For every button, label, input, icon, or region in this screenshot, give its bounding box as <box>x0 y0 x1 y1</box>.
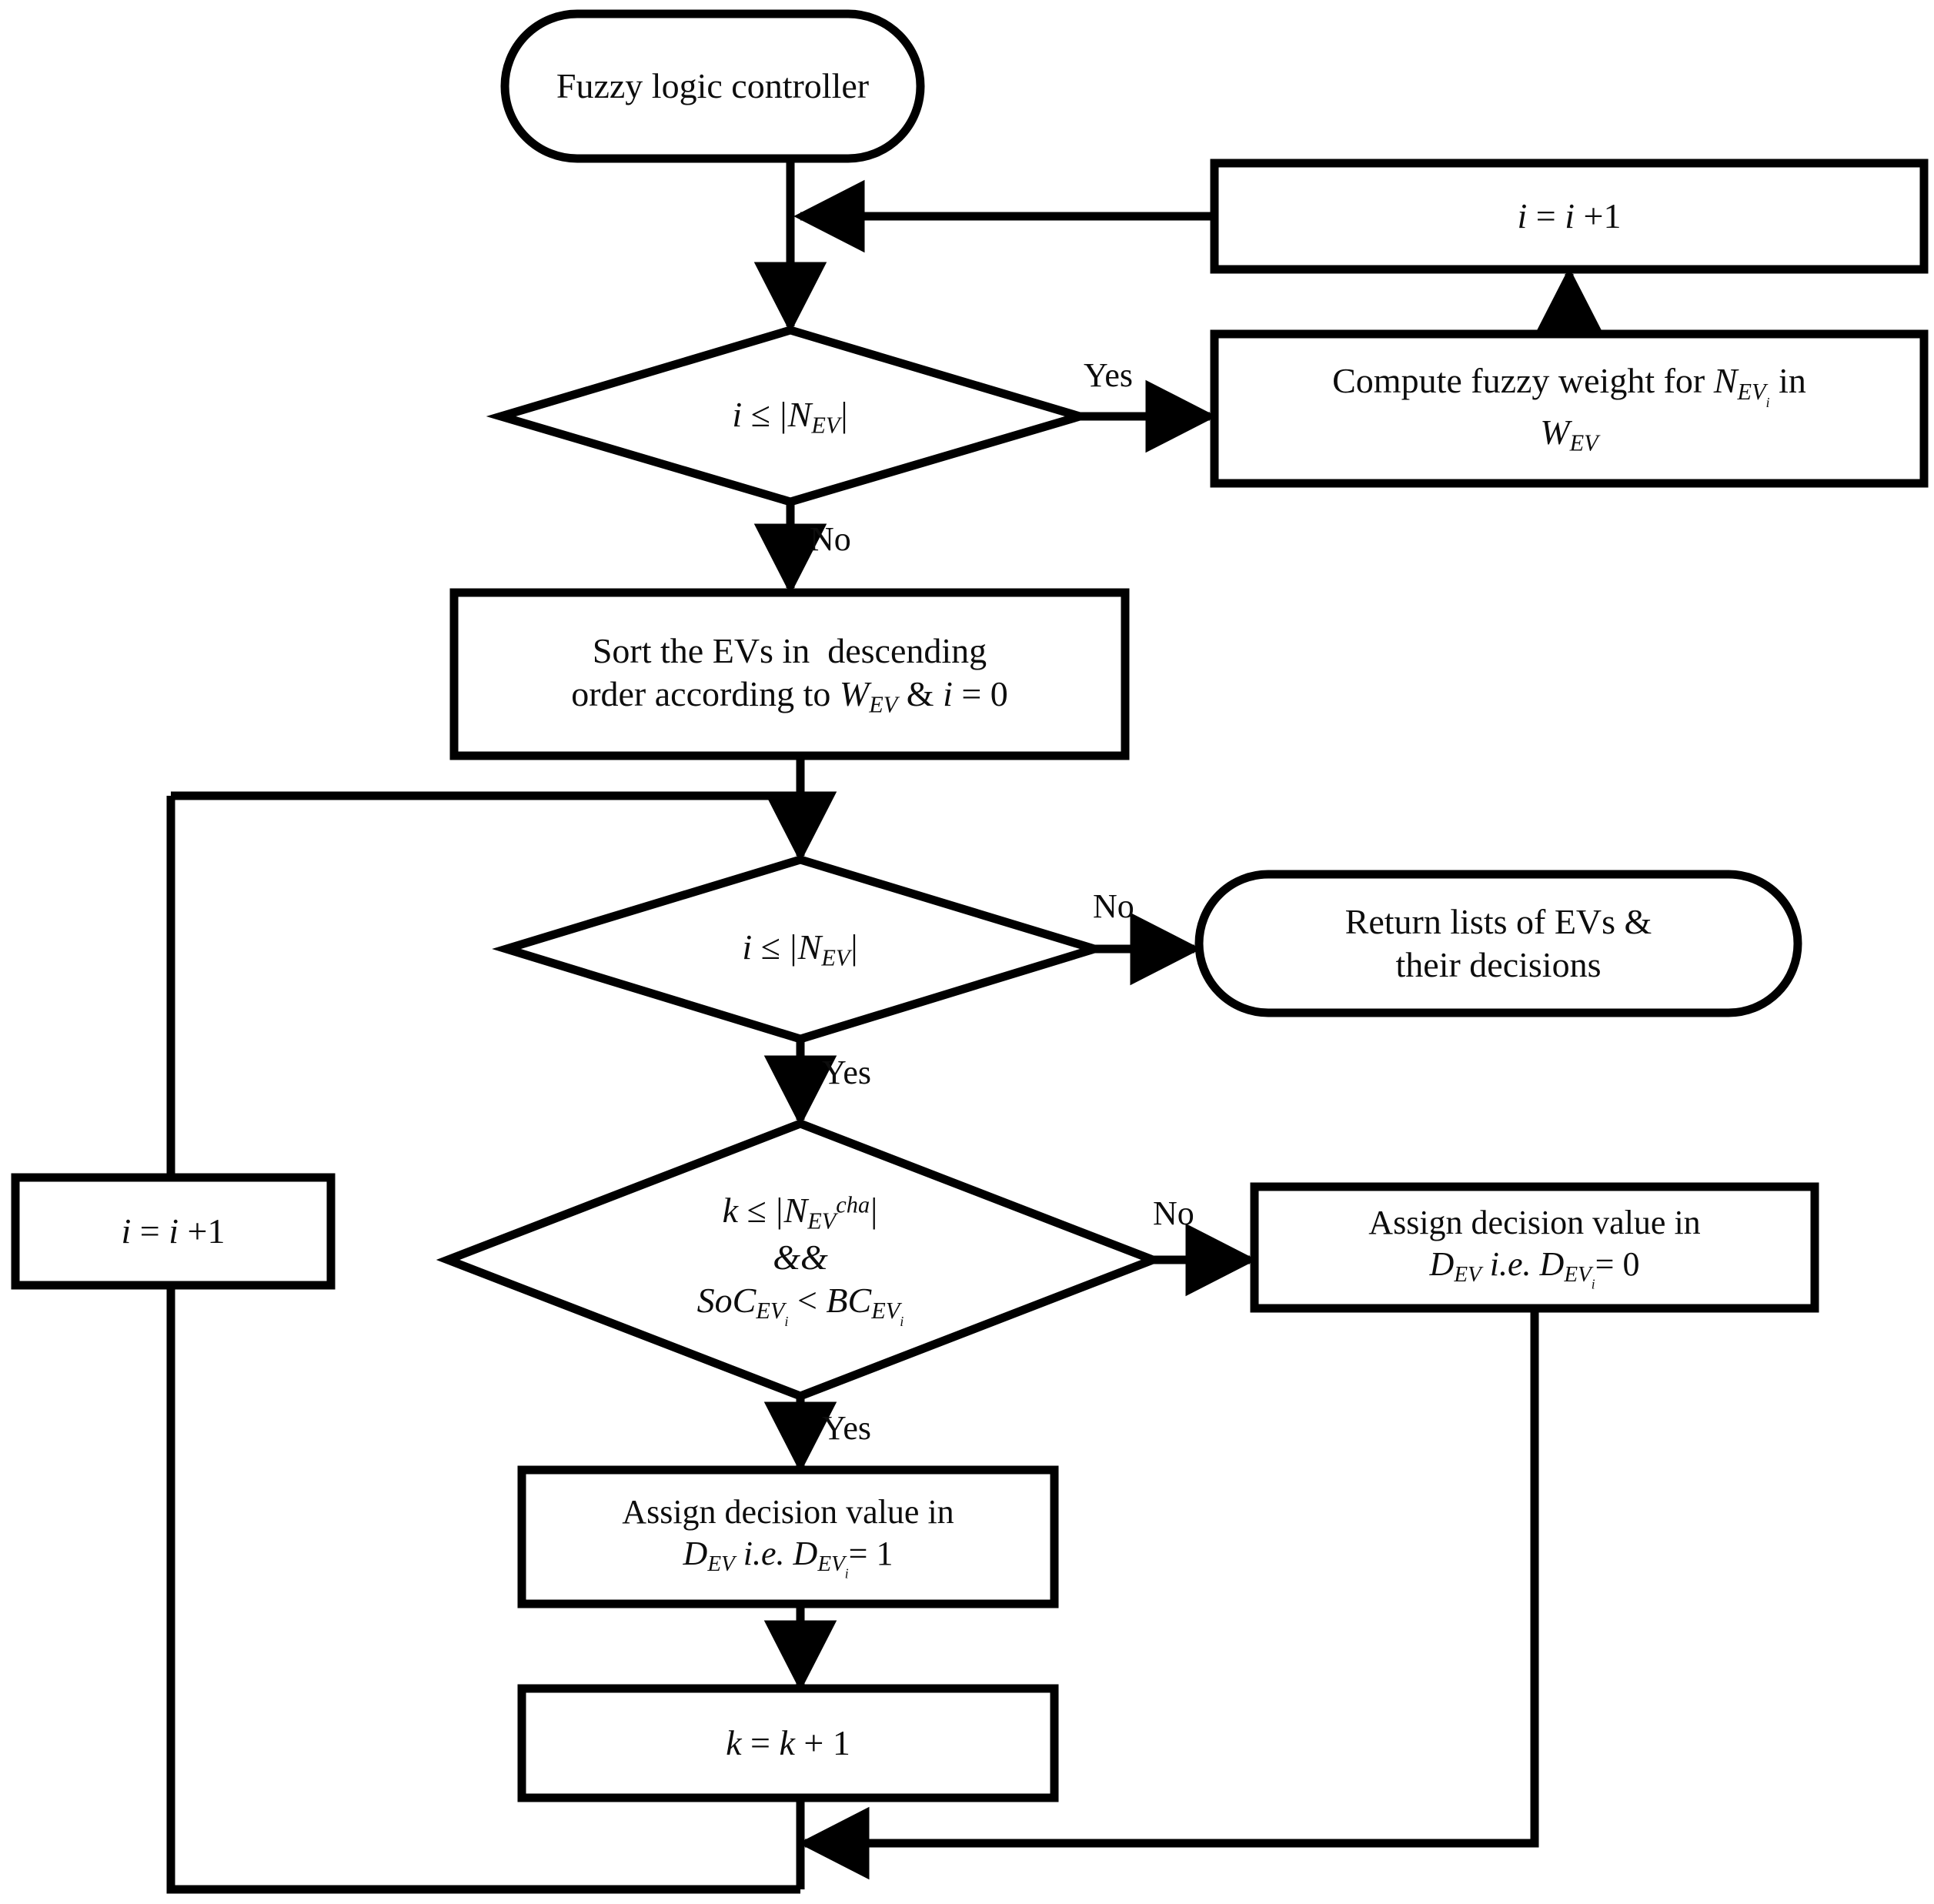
label-assign-one: Assign decision value in DEV i.e. DEVi= … <box>622 1493 954 1582</box>
edge-label-loop1-yes: Yes <box>1084 356 1134 394</box>
shape-assign-zero <box>1250 1182 1819 1313</box>
edge-label-loop2-no: No <box>1093 887 1134 925</box>
label-inc-k: k = k + 1 <box>726 1722 850 1762</box>
label-return: Return lists of EVs & their decisions <box>1344 901 1652 984</box>
shape-inc-i-top <box>1210 159 1929 274</box>
shape-inc-i-left <box>11 1173 336 1290</box>
label-decision-capacity: k ≤ |NEVcha| && SoCEVi < BCEVi <box>696 1191 904 1330</box>
shape-inc-k <box>517 1684 1059 1802</box>
edge-label-loop1-no: No <box>810 520 851 558</box>
label-inc-i-left: i = i +1 <box>121 1211 225 1251</box>
label-assign-zero: Assign decision value in DEV i.e. DEVi= … <box>1368 1204 1701 1292</box>
label-decision-loop1: i ≤ |NEV| <box>732 394 848 439</box>
label-decision-loop2: i ≤ |NEV| <box>742 927 858 971</box>
shape-assign-one <box>517 1465 1059 1608</box>
label-compute-weight: Compute fuzzy weight for NEVi in WEV <box>1332 361 1806 456</box>
label-inc-i-top: i = i +1 <box>1517 195 1622 235</box>
edge-assign-zero-to-bottom-junction <box>798 1308 1539 1880</box>
edge-label-capacity-no: No <box>1153 1194 1194 1232</box>
edge-label-capacity-yes: Yes <box>822 1409 872 1447</box>
edge-bottom-to-inc-i-left <box>166 1285 800 1894</box>
label-start: Fuzzy logic controller <box>556 65 870 105</box>
edge-label-loop2-yes: Yes <box>822 1054 872 1091</box>
label-sort-evs: Sort the EVs in descending order accordi… <box>571 630 1008 718</box>
shape-start <box>500 9 925 163</box>
